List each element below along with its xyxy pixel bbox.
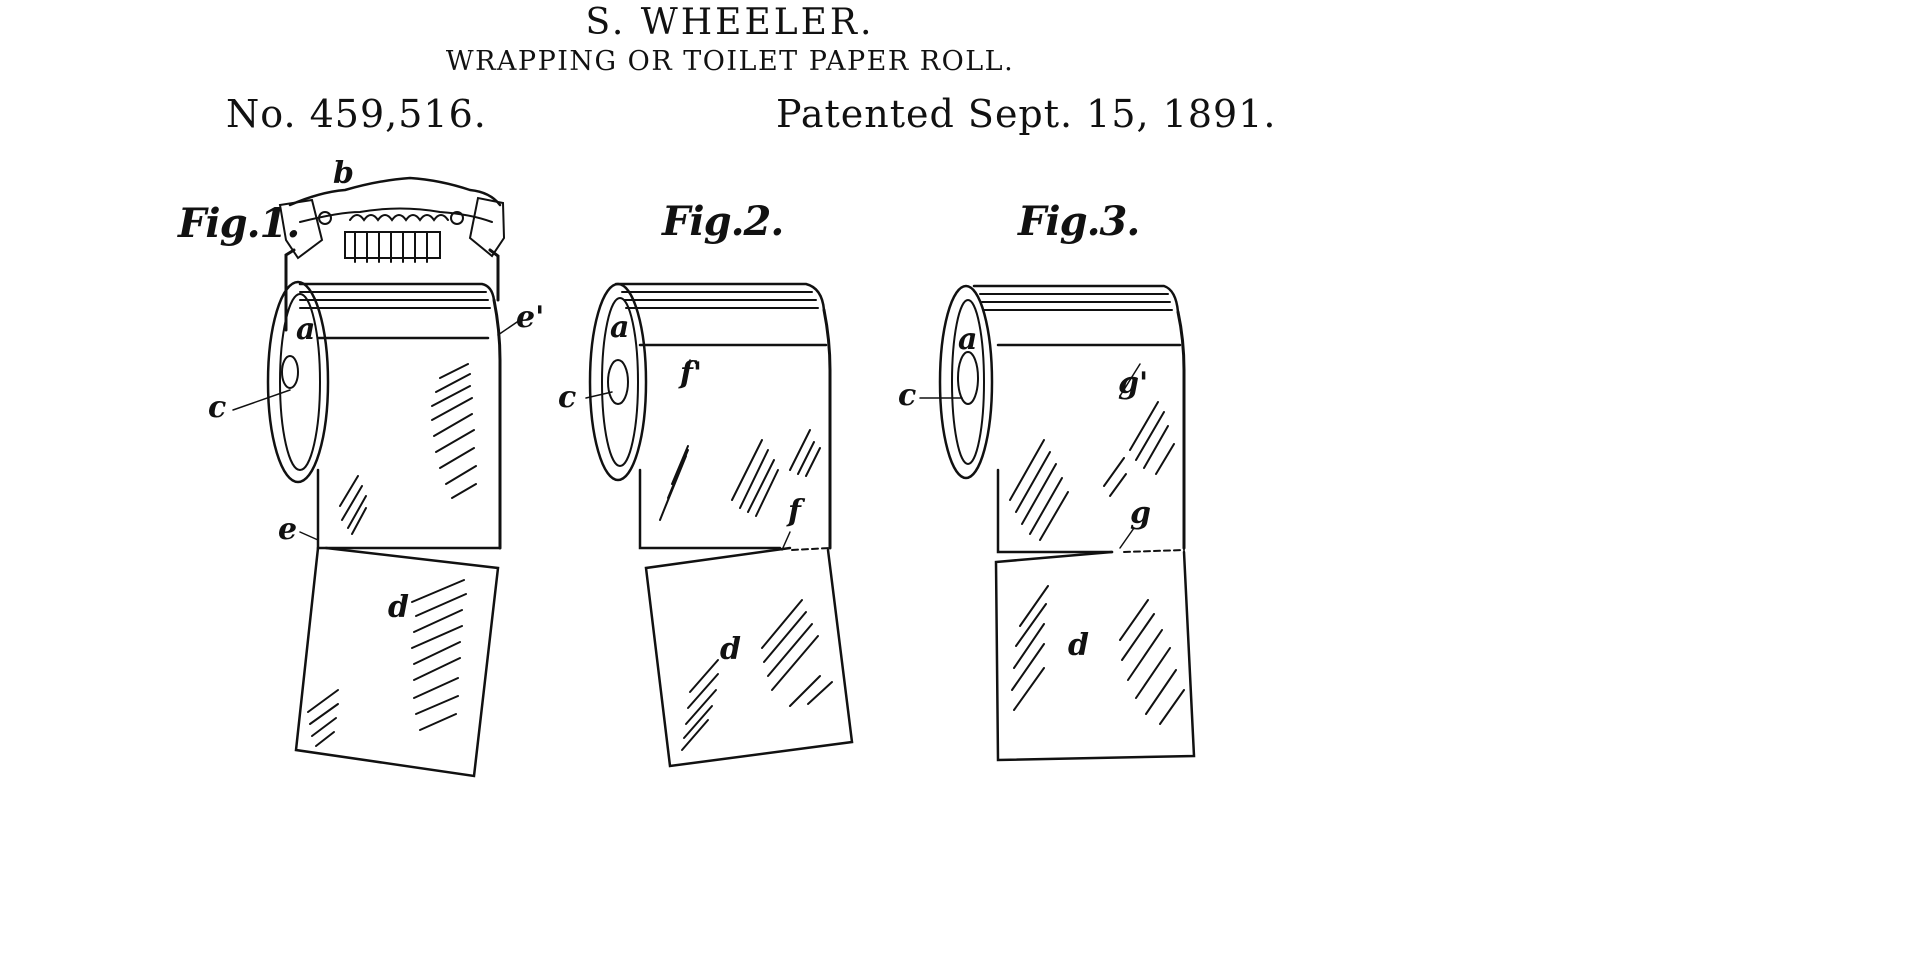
fig3-ref-a: a xyxy=(958,322,978,357)
fig3-ref-g-prime: g' xyxy=(1118,366,1149,401)
fig1-ref-d: d xyxy=(388,590,409,625)
figure-1-drawing xyxy=(232,176,521,778)
figure-2-label: Fig.2. xyxy=(662,198,784,245)
fig2-ref-a: a xyxy=(610,310,630,345)
patent-title: WRAPPING OR TOILET PAPER ROLL. xyxy=(445,46,1015,77)
fig2-ref-f-prime: f' xyxy=(680,356,703,391)
patent-number: No. 459,516. xyxy=(226,92,487,136)
fig1-ref-e: e xyxy=(278,512,298,547)
fig3-ref-g: g xyxy=(1130,496,1151,531)
fig3-ref-c: c xyxy=(898,378,917,413)
fig1-ref-b: b xyxy=(333,156,354,191)
figure-3-drawing xyxy=(919,284,1196,762)
figure-1-label: Fig.1. xyxy=(178,200,300,247)
figure-2-drawing xyxy=(585,282,854,768)
fig1-ref-c: c xyxy=(208,390,227,425)
fig3-ref-d: d xyxy=(1068,628,1089,663)
figure-3-label: Fig.3. xyxy=(1018,198,1140,245)
inventor-name: S. WHEELER. xyxy=(585,2,875,43)
patent-date: Patented Sept. 15, 1891. xyxy=(776,92,1277,136)
fig2-ref-d: d xyxy=(720,632,741,667)
fig2-ref-f: f xyxy=(788,494,801,529)
fig2-ref-c: c xyxy=(558,380,577,415)
fig1-ref-a: a xyxy=(296,312,316,347)
fig1-ref-e-prime: e' xyxy=(516,300,545,335)
